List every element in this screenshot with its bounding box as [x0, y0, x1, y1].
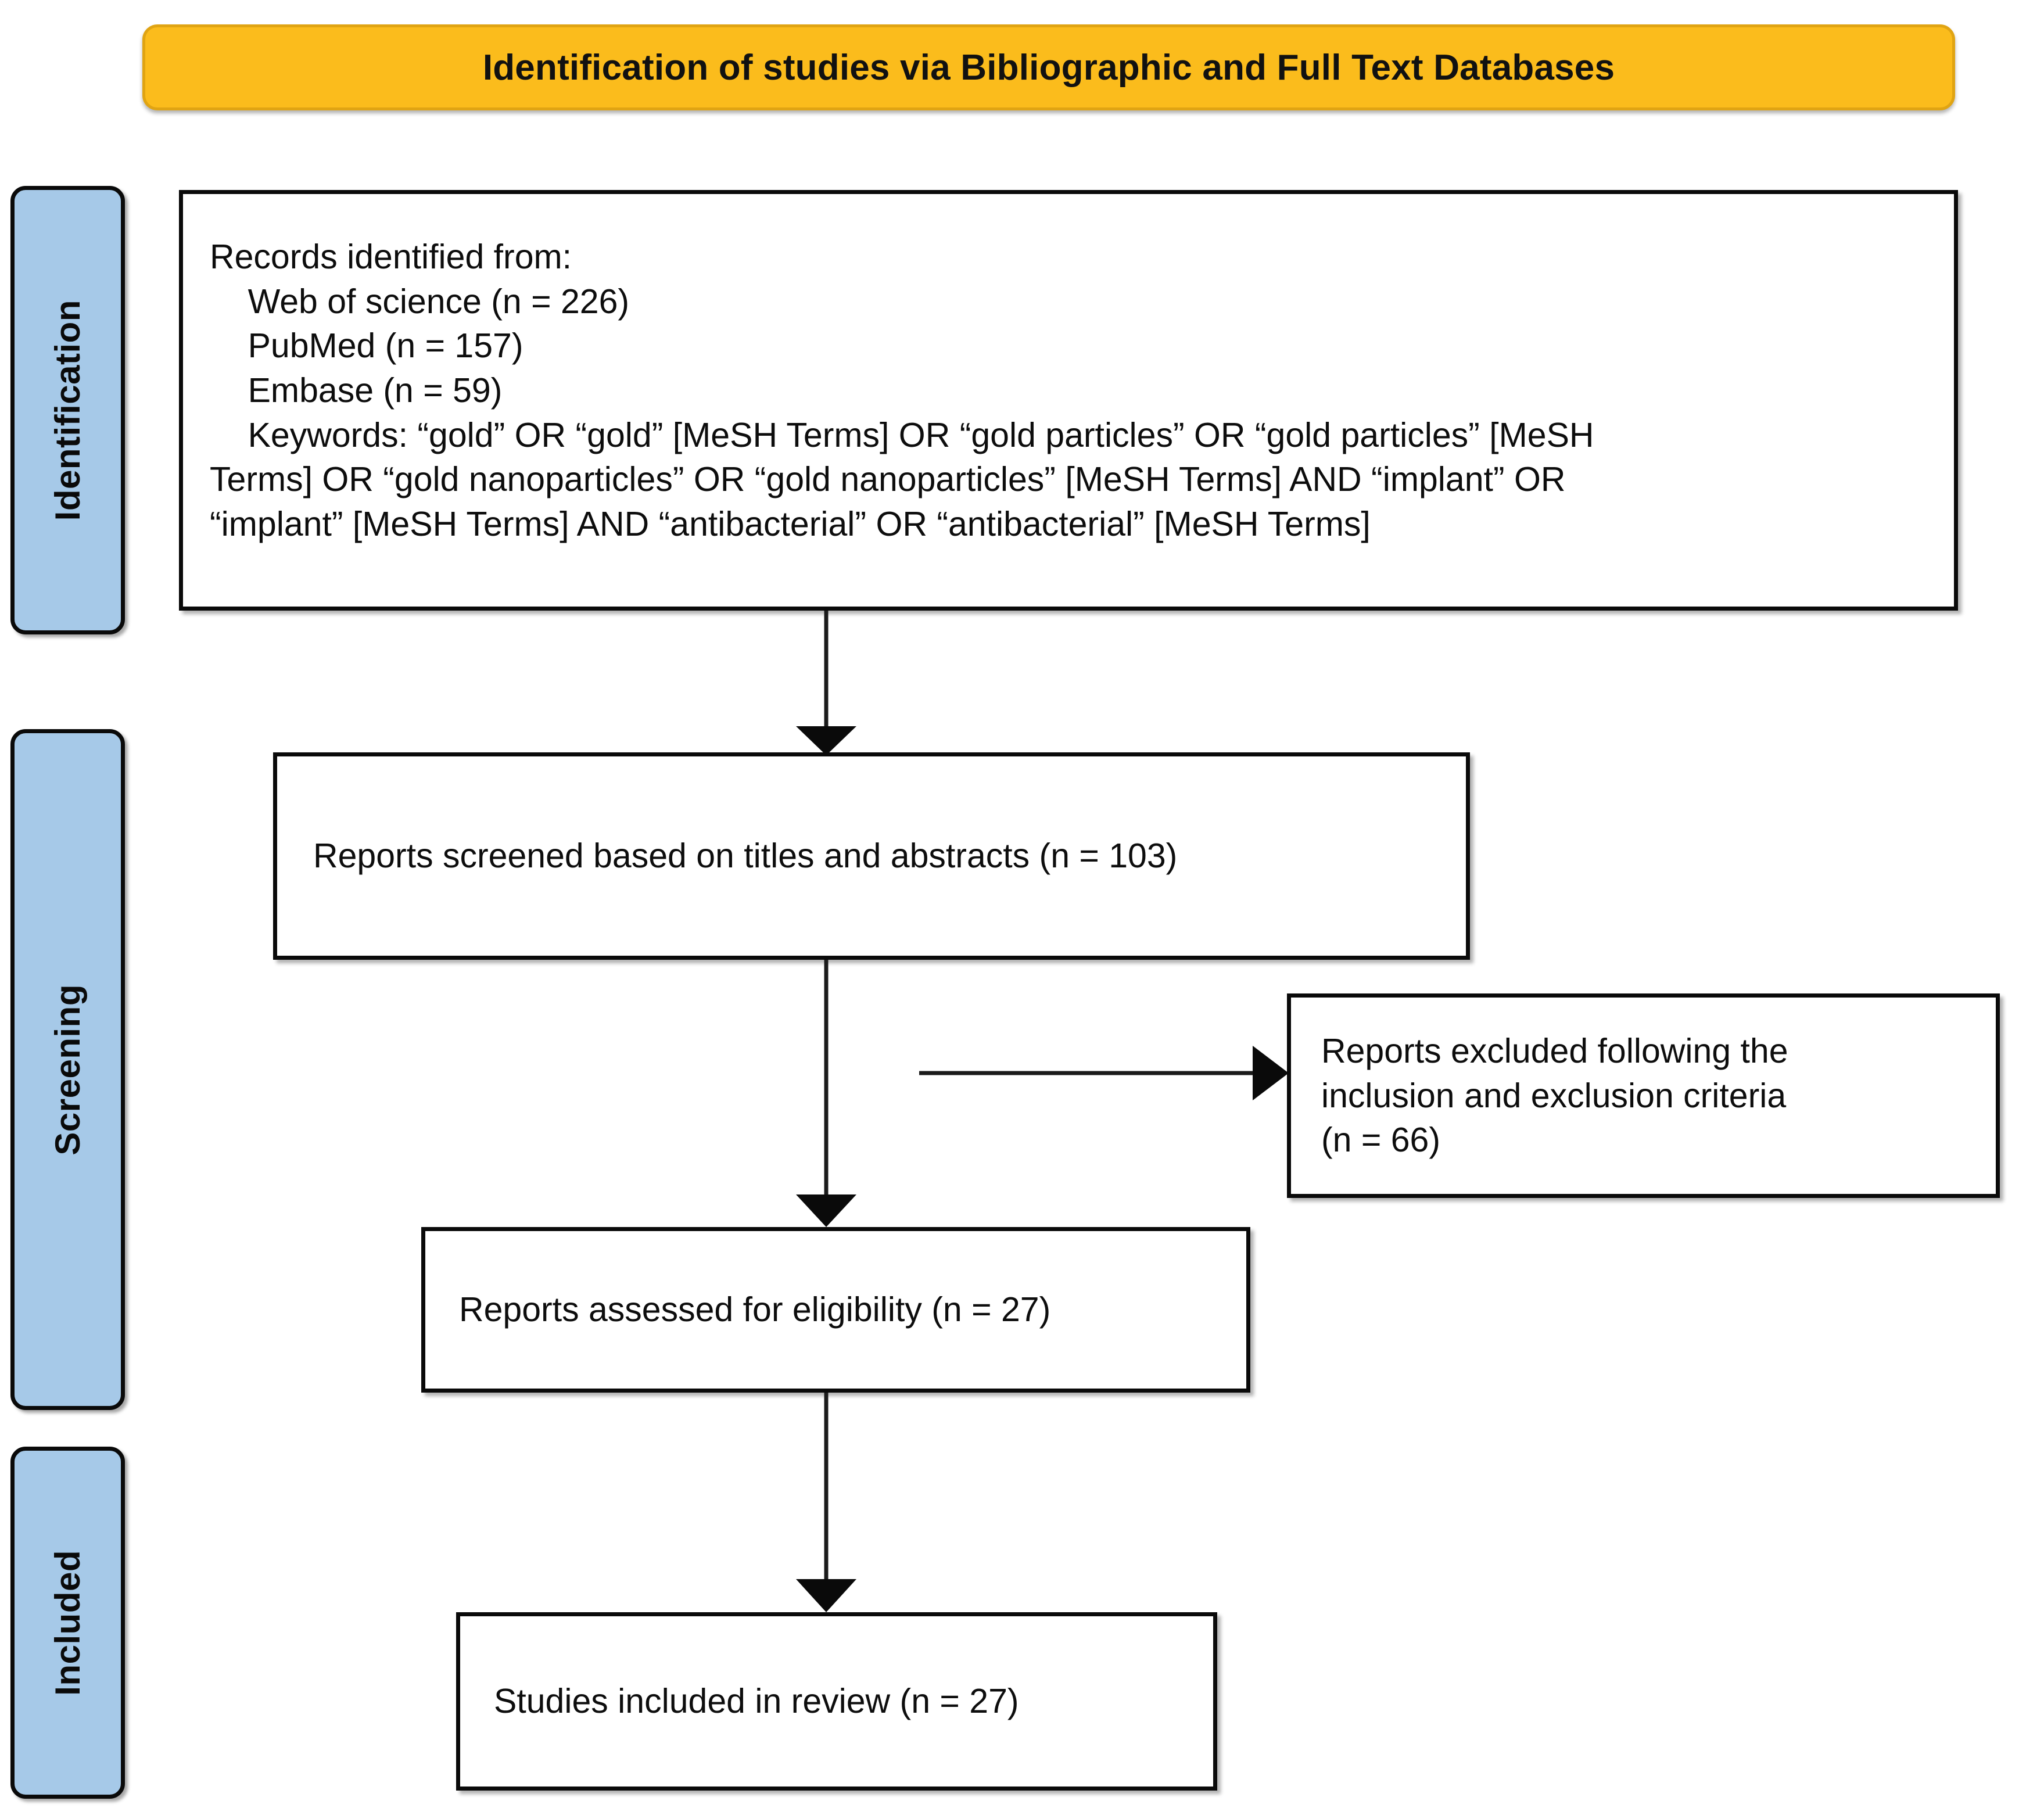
banner-title: Identification of studies via Bibliograp…	[482, 47, 1615, 88]
box-reports-screened-text: Reports screened based on titles and abs…	[313, 837, 1178, 876]
box-records-identified: Records identified from: Web of science …	[179, 190, 1958, 611]
arrow-screened-to-eligibility	[796, 960, 856, 1227]
diagram-header-banner: Identification of studies via Bibliograp…	[142, 24, 1955, 110]
box-studies-included: Studies included in review (n = 27)	[456, 1612, 1217, 1791]
box-reports-assessed-eligibility-text: Reports assessed for eligibility (n = 27…	[459, 1290, 1051, 1329]
stage-label-included: Included	[10, 1447, 125, 1799]
box-reports-excluded-text: Reports excluded following the inclusion…	[1321, 1031, 1788, 1160]
stage-label-identification: Identification	[10, 186, 125, 634]
stage-label-screening: Screening	[10, 729, 125, 1410]
box-records-identified-text: Records identified from: Web of science …	[210, 238, 1594, 544]
arrow-screened-to-excluded	[919, 1046, 1289, 1100]
stage-label-identification-text: Identification	[48, 299, 87, 521]
box-reports-excluded: Reports excluded following the inclusion…	[1287, 993, 2000, 1198]
arrow-identified-to-screened	[796, 611, 856, 755]
box-reports-screened: Reports screened based on titles and abs…	[273, 752, 1470, 960]
stage-label-included-text: Included	[48, 1549, 87, 1696]
box-studies-included-text: Studies included in review (n = 27)	[494, 1682, 1019, 1721]
box-reports-assessed-eligibility: Reports assessed for eligibility (n = 27…	[421, 1227, 1250, 1393]
stage-label-screening-text: Screening	[48, 984, 87, 1156]
arrow-eligibility-to-included	[796, 1393, 856, 1612]
